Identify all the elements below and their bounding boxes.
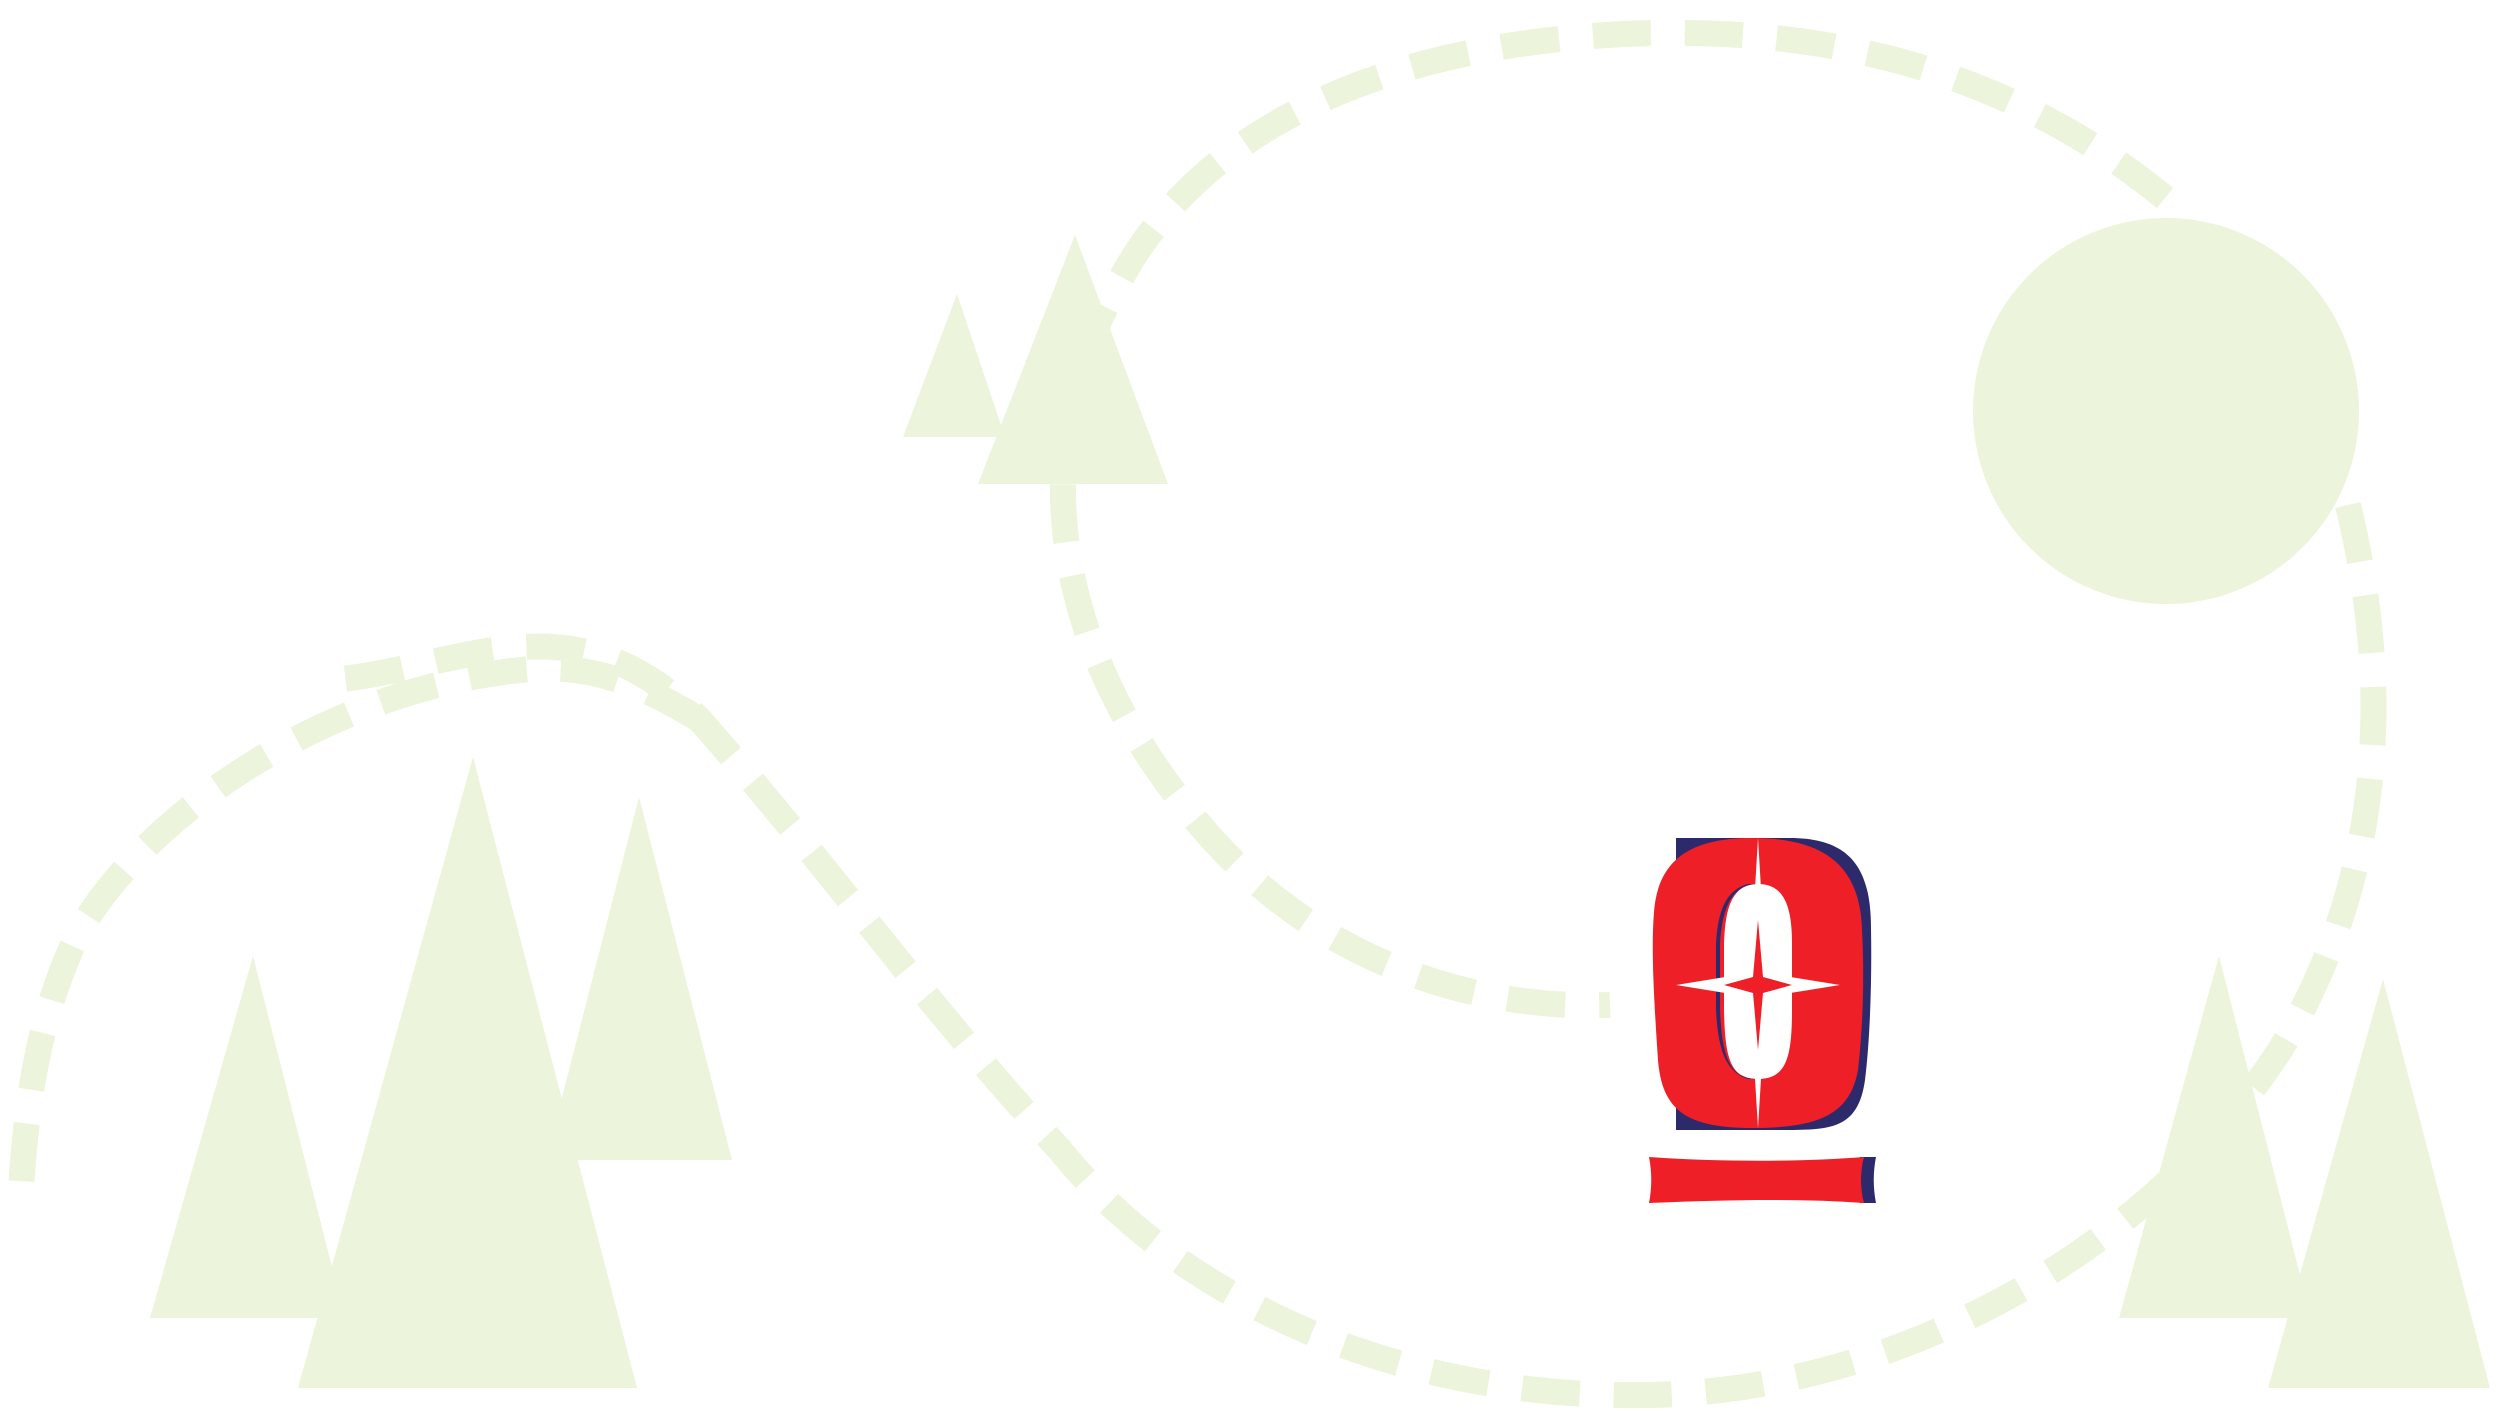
tree-icon (546, 797, 732, 1160)
tree-icon (298, 757, 637, 1388)
trail-right-loop (1050, 19, 2174, 1019)
sun-icon (1973, 218, 2359, 604)
tree-icon (2119, 956, 2311, 1318)
trail-left-arc (7, 655, 707, 1211)
tree-icon (978, 235, 1168, 484)
logo-red-bar (1649, 1157, 1864, 1203)
tree-group (150, 235, 2490, 1388)
tree-icon (150, 956, 345, 1318)
compass-star-logo (1649, 838, 1876, 1203)
compass-star-center (1724, 920, 1792, 1050)
tree-icon (2268, 979, 2490, 1388)
logo-bar-shadow (1860, 1157, 1876, 1203)
tree-icon (903, 294, 1005, 437)
dashed-trail (7, 19, 2387, 1409)
